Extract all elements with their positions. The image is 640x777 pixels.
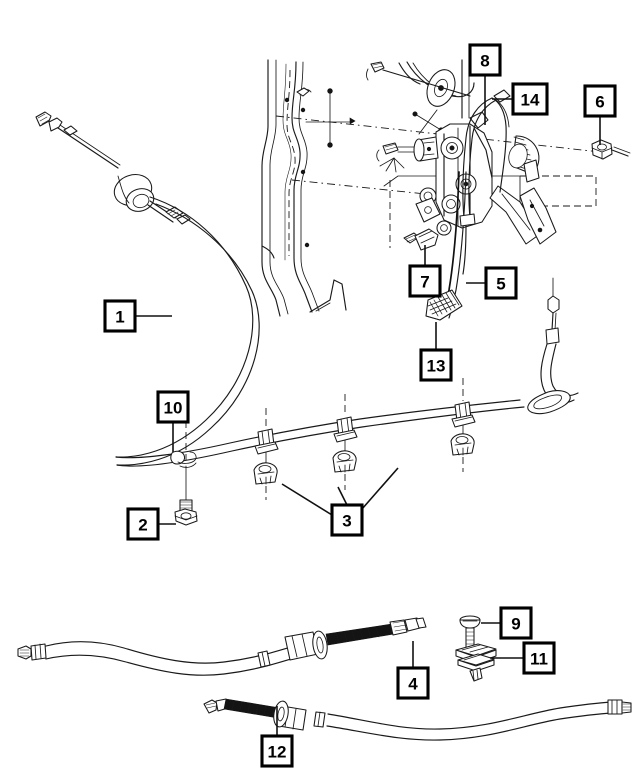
cowl-panel-structure	[261, 59, 356, 317]
callout-13-box[interactable]	[419, 348, 453, 382]
callout-14[interactable]: 14	[511, 82, 549, 116]
callout-11-number: 11	[530, 650, 548, 669]
callout-6-number: 6	[595, 93, 604, 112]
upper-bracket-structure	[275, 59, 601, 211]
callout-12-box[interactable]	[260, 734, 294, 768]
callout-11[interactable]: 11	[522, 641, 556, 675]
callout-1-box[interactable]	[103, 299, 137, 333]
callout-14-box[interactable]	[511, 82, 549, 116]
callout-4-number: 4	[408, 675, 418, 694]
part-clip-screw	[459, 615, 481, 651]
callout-3-number: 3	[342, 512, 351, 531]
cable-clip-3	[450, 378, 476, 472]
callout-2-number: 2	[138, 516, 147, 535]
callout-4-box[interactable]	[396, 666, 430, 700]
part-pedal-assembly	[413, 111, 557, 319]
callout-13[interactable]: 13	[419, 348, 453, 382]
callout-3[interactable]: 3	[330, 503, 364, 537]
callout-13-number: 13	[427, 357, 446, 376]
rear-cable-run	[115, 378, 525, 526]
callout-7[interactable]: 7	[408, 264, 442, 298]
callout-5-box[interactable]	[484, 266, 518, 300]
part-bracket-clip	[455, 643, 497, 682]
callout-5-number: 5	[496, 275, 505, 294]
callout-9[interactable]: 9	[499, 606, 533, 640]
callout-10-box[interactable]	[156, 390, 190, 424]
callout-8-box[interactable]	[468, 43, 502, 77]
callout-6[interactable]: 6	[583, 84, 617, 118]
callout-4[interactable]: 4	[396, 666, 430, 700]
part-front-cable	[35, 111, 260, 466]
callout-8-number: 8	[480, 52, 489, 71]
callout-14-number: 14	[521, 91, 540, 110]
callout-3-leader	[281, 467, 399, 516]
callout-1[interactable]: 1	[103, 299, 137, 333]
callout-10[interactable]: 10	[156, 390, 190, 424]
callout-11-box[interactable]	[522, 641, 556, 675]
callout-8[interactable]: 8	[468, 43, 502, 77]
equalizer-cable	[527, 277, 579, 415]
callout-6-box[interactable]	[583, 84, 617, 118]
callout-12-number: 12	[268, 743, 287, 762]
callout-1-number: 1	[115, 308, 124, 327]
cable-clip-2	[332, 394, 358, 490]
callout-7-number: 7	[420, 273, 429, 292]
callout-2-box[interactable]	[126, 507, 160, 541]
part-mount-nut	[591, 139, 631, 160]
callout-9-box[interactable]	[499, 606, 533, 640]
callout-3-box[interactable]	[330, 503, 364, 537]
callout-2[interactable]: 2	[126, 507, 160, 541]
part-pedal-bolt	[389, 180, 439, 251]
part-right-rear-cable	[17, 617, 427, 676]
cable-clip-1	[253, 408, 279, 500]
callout-12[interactable]: 12	[260, 734, 294, 768]
callout-5[interactable]: 5	[484, 266, 518, 300]
callout-9-number: 9	[511, 615, 520, 634]
callout-7-box[interactable]	[408, 264, 442, 298]
callout-10-number: 10	[164, 399, 183, 418]
